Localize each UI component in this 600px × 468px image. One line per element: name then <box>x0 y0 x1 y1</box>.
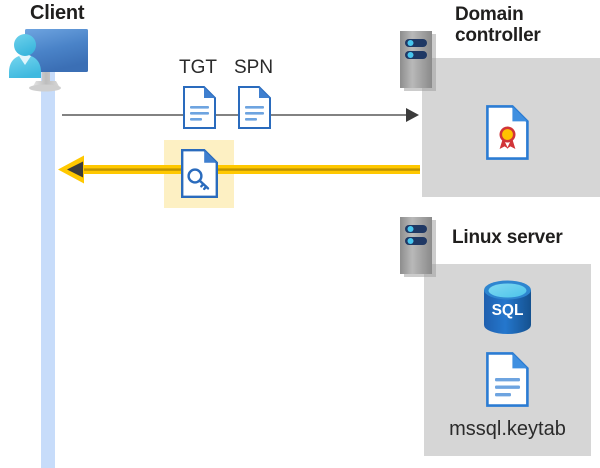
domain-controller-server-icon <box>400 31 436 91</box>
linux-server-icon <box>400 217 436 277</box>
keytab-filename-label: mssql.keytab <box>449 418 566 440</box>
tgt-label: TGT <box>179 57 217 78</box>
domain-controller-title-line1: Domain <box>455 4 524 25</box>
spn-label: SPN <box>234 57 274 78</box>
spn-document-icon <box>238 86 271 129</box>
keytab-document-icon <box>486 352 529 407</box>
certificate-document-icon <box>486 105 529 160</box>
domain-controller-title: Domain controller <box>455 4 595 47</box>
workstation-user-icon <box>6 25 92 95</box>
client-lifeline <box>41 60 55 468</box>
domain-controller-title-line2: controller <box>455 25 541 47</box>
client-title: Client <box>30 2 85 24</box>
sql-database-icon: SQL <box>481 279 534 336</box>
sql-badge-text: SQL <box>492 302 524 319</box>
tgt-document-icon <box>183 86 216 129</box>
request-arrow-to-domain-controller <box>62 104 420 126</box>
linux-server-title: Linux server <box>452 227 563 248</box>
response-arrow-to-client <box>58 155 420 185</box>
key-document-icon <box>181 149 218 198</box>
